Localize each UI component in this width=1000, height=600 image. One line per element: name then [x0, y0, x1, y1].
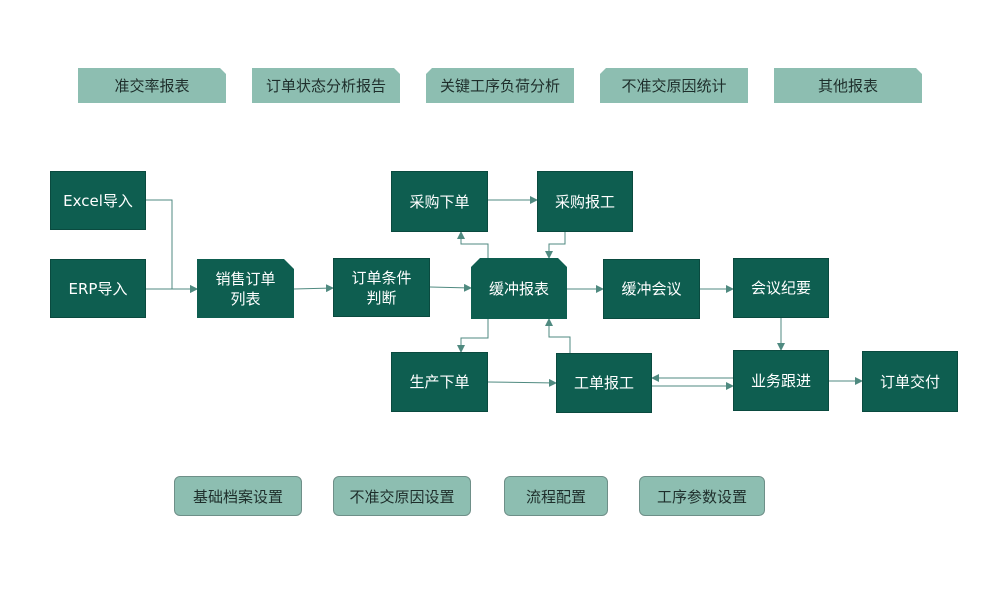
- setting-process-params-button[interactable]: 工序参数设置: [639, 476, 765, 516]
- node-sales-order-list[interactable]: 销售订单 列表: [197, 259, 294, 318]
- node-order-condition-judgment[interactable]: 订单条件 判断: [333, 258, 430, 317]
- node-order-delivery[interactable]: 订单交付: [862, 351, 958, 412]
- connector-work-report-to-buffer: [545, 318, 571, 354]
- node-production-order[interactable]: 生产下单: [391, 352, 488, 412]
- report-tab-order-status[interactable]: 订单状态分析报告: [252, 68, 400, 103]
- node-meeting-minutes[interactable]: 会议纪要: [733, 258, 829, 318]
- node-excel-import[interactable]: Excel导入: [50, 171, 146, 230]
- node-buffer-meeting[interactable]: 缓冲会议: [603, 259, 700, 319]
- report-tab-pass-rate[interactable]: 准交率报表: [78, 68, 226, 103]
- node-buffer-report[interactable]: 缓冲报表: [471, 258, 567, 319]
- node-purchase-order[interactable]: 采购下单: [391, 171, 488, 232]
- connector-excel-to-sales: [146, 199, 198, 293]
- node-erp-import[interactable]: ERP导入: [50, 259, 146, 318]
- connector-purchase-report-to-buffer: [545, 232, 566, 259]
- node-work-order-report[interactable]: 工单报工: [556, 353, 652, 413]
- setting-not-on-time-cause-button[interactable]: 不准交原因设置: [333, 476, 471, 516]
- setting-basic-archive-button[interactable]: 基础档案设置: [174, 476, 302, 516]
- report-tab-not-on-time-cause[interactable]: 不准交原因统计: [600, 68, 748, 103]
- connector-judgment-to-buffer: [429, 283, 472, 292]
- connector-sales-to-judgment: [293, 284, 334, 293]
- connector-buffer-to-purchase-order: [457, 231, 489, 258]
- report-tab-other[interactable]: 其他报表: [774, 68, 922, 103]
- connector-production-to-work-report: [487, 378, 557, 387]
- node-purchase-report[interactable]: 采购报工: [537, 171, 633, 232]
- connector-buffer-to-production: [457, 319, 489, 353]
- report-tab-key-process[interactable]: 关键工序负荷分析: [426, 68, 574, 103]
- node-business-follow-up[interactable]: 业务跟进: [733, 350, 829, 411]
- setting-process-config-button[interactable]: 流程配置: [504, 476, 608, 516]
